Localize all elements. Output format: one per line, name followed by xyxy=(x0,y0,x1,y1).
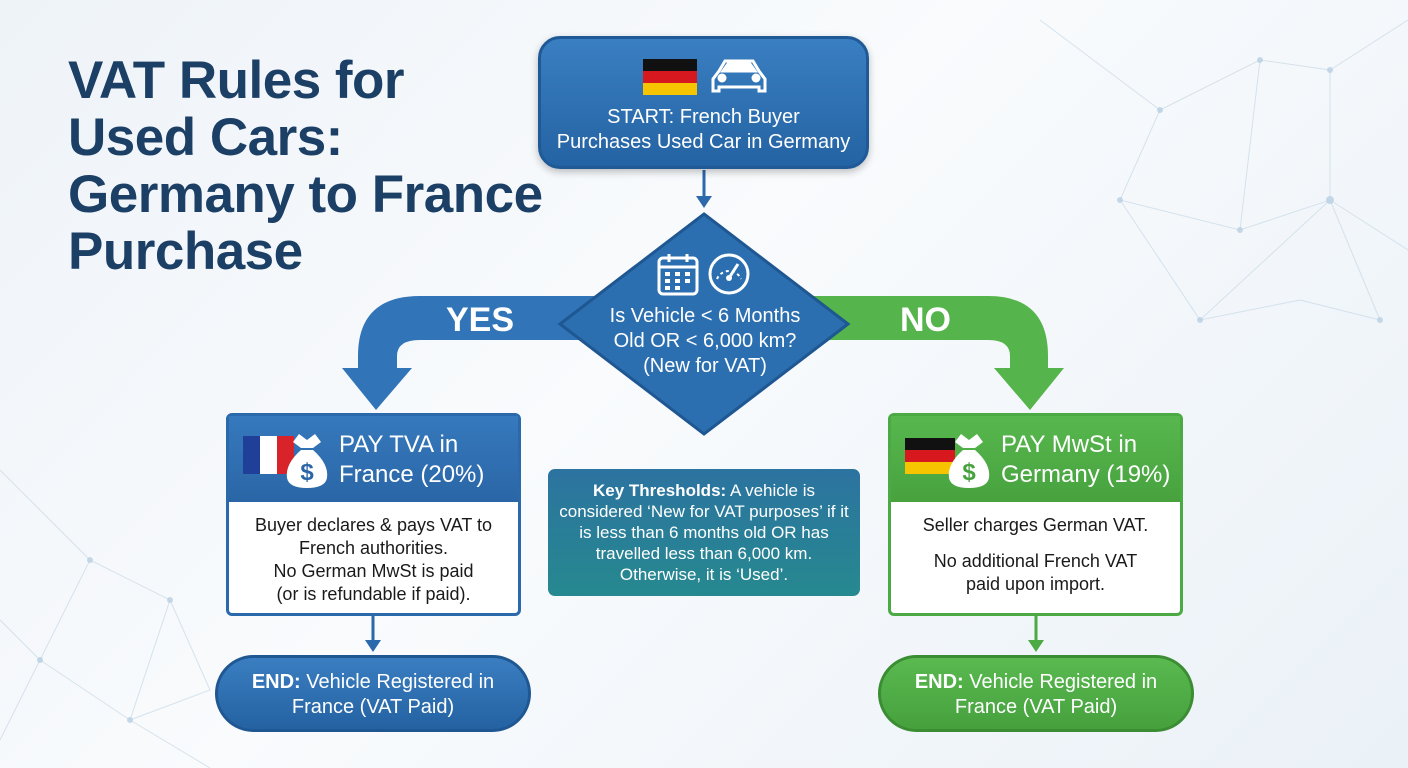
end-text: Vehicle Registered in France (VAT Paid) xyxy=(291,671,495,718)
decision-text: Is Vehicle < 6 Months Old OR < 6,000 km?… xyxy=(609,305,801,377)
germany-flag-icon xyxy=(905,438,955,474)
card-icons: $ xyxy=(905,434,990,488)
left-card-to-end-arrow xyxy=(365,616,381,652)
start-icons xyxy=(643,59,767,95)
speedometer-icon xyxy=(708,253,750,295)
yes-label: YES xyxy=(446,301,515,339)
card-header: $ PAY TVA in France (20%) xyxy=(229,416,518,502)
no-branch-arrow xyxy=(808,296,1064,410)
svg-text:$: $ xyxy=(300,459,314,486)
right-card-to-end-arrow xyxy=(1028,616,1044,652)
card-body-line2: No additional French VAT paid upon impor… xyxy=(933,551,1138,594)
car-icon xyxy=(711,59,767,93)
key-thresholds-text: A vehicle is considered ‘New for VAT pur… xyxy=(559,481,849,584)
card-body-line1: Seller charges German VAT. xyxy=(922,515,1149,535)
page-title: VAT Rules for Used Cars: Germany to Fran… xyxy=(68,51,543,281)
start-to-decision-arrow xyxy=(696,170,712,208)
end-text: Vehicle Registered in France (VAT Paid) xyxy=(954,671,1158,718)
svg-text:$: $ xyxy=(962,459,976,486)
decision-diamond xyxy=(557,212,851,436)
card-icons: $ xyxy=(243,434,328,488)
money-bag-icon: $ xyxy=(286,434,328,488)
start-node: START: French Buyer Purchases Used Car i… xyxy=(538,36,869,169)
card-heading: PAY TVA in France (20%) xyxy=(339,431,485,488)
card-body: Seller charges German VAT. No additional… xyxy=(899,514,1172,596)
key-thresholds-note: Key Thresholds: A vehicle is considered … xyxy=(548,469,860,596)
end-node-right: END: Vehicle Registered in France (VAT P… xyxy=(878,655,1194,732)
no-label: NO xyxy=(900,301,951,339)
card-heading: PAY MwSt in Germany (19%) xyxy=(1001,431,1171,488)
key-thresholds-label: Key Thresholds: xyxy=(592,481,727,500)
pay-tva-france-card: $ PAY TVA in France (20%) Buyer declares… xyxy=(226,413,521,616)
yes-branch-arrow xyxy=(342,296,600,410)
money-bag-icon: $ xyxy=(948,434,990,488)
end-node-left: END: Vehicle Registered in France (VAT P… xyxy=(215,655,531,732)
end-label: END: xyxy=(251,671,301,693)
germany-flag-icon xyxy=(643,59,697,95)
card-body-text: Buyer declares & pays VAT to French auth… xyxy=(254,515,493,604)
france-flag-icon xyxy=(243,436,294,474)
pay-mwst-germany-card: $ PAY MwSt in Germany (19%) Seller charg… xyxy=(888,413,1183,616)
card-body: Buyer declares & pays VAT to French auth… xyxy=(237,514,510,606)
start-text: START: French Buyer Purchases Used Car i… xyxy=(556,106,851,153)
calendar-icon xyxy=(657,254,699,296)
end-label: END: xyxy=(914,671,964,693)
card-header: $ PAY MwSt in Germany (19%) xyxy=(891,416,1180,502)
